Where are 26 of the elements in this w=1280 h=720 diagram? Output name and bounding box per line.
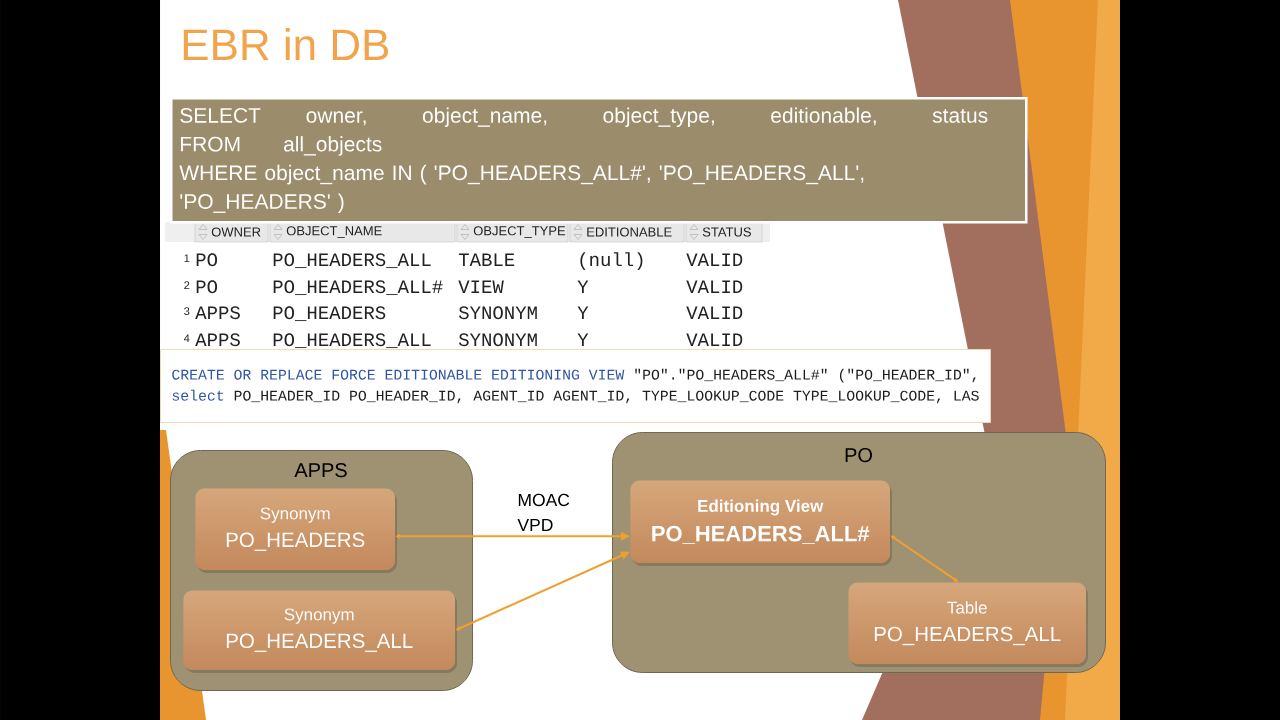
- slide-title: EBR in DB: [183, 28, 389, 60]
- editionable-value: Y: [577, 280, 589, 293]
- row-number: 2: [184, 281, 190, 289]
- object-type: TABLE: [458, 253, 515, 266]
- status-value: VALID: [686, 280, 743, 293]
- status-value: VALID: [686, 306, 743, 319]
- editionable-value: Y: [577, 306, 589, 319]
- object-box: Synonym PO_HEADERS: [195, 488, 397, 573]
- object-box: Table PO_HEADERS_ALL: [848, 582, 1088, 667]
- owner-name: PO: [196, 253, 218, 267]
- query-box: SELECT owner, object_name, object_type, editionable, status FROM all_objects WHERE object_name IN ( 'PO_HEADERS_ALL#', 'PO_HEADERS_ALL', 'PO_HEADERS' ): [170, 97, 1028, 224]
- object-box: Editioning View PO_HEADERS_ALL#: [630, 480, 892, 566]
- object-name: PO_HEADERS: [273, 306, 386, 322]
- code-box: CREATE OR REPLACE FORCE EDITIONABLE EDITIONING VIEW "PO"."PO_HEADERS_ALL#" ("PO_HEADER_ID", select PO_HEADER_ID PO_HEADER_ID, AGENT_ID AGENT_ID, TYPE_LOOKUP_CODE TYPE_LOOKUP_CODE, LAS: [160, 349, 991, 423]
- object-type: SYNONYM: [458, 306, 537, 320]
- owner-name: PO: [196, 280, 218, 294]
- editionable-value: (null): [580, 252, 643, 270]
- edge-label: MOAC VPD: [516, 492, 577, 532]
- object-name: PO_HEADERS_ALL#: [273, 280, 443, 296]
- row-number: 3: [184, 307, 190, 316]
- object-name: PO_HEADERS_ALL: [273, 253, 431, 269]
- object-type: VIEW: [458, 280, 504, 293]
- owner-name: APPS: [195, 306, 240, 320]
- row-number: 1: [184, 254, 190, 262]
- status-value: VALID: [686, 253, 743, 266]
- object-box: Synonym PO_HEADERS_ALL: [183, 590, 457, 673]
